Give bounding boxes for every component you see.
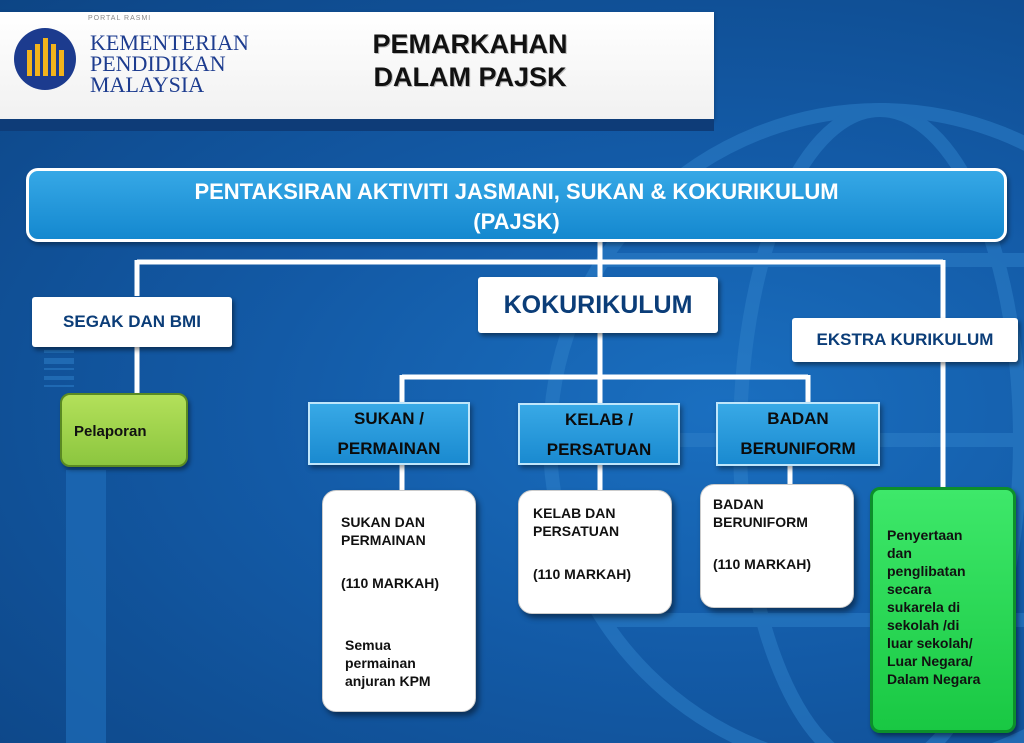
badan-beruniform-box: BADAN BERUNIFORM bbox=[716, 402, 880, 466]
kokurikulum-box: KOKURIKULUM bbox=[478, 277, 718, 333]
kelab-card-title: KELAB DAN PERSATUAN bbox=[533, 505, 620, 539]
kelab-card: KELAB DAN PERSATUAN (110 MARKAH) bbox=[518, 490, 672, 614]
header-strip bbox=[0, 119, 714, 131]
segak-bmi-box: SEGAK DAN BMI bbox=[32, 297, 232, 347]
ekstra-kurikulum-card: Penyertaan dan penglibatan secara sukare… bbox=[870, 487, 1016, 733]
ekstra-kurikulum-box: EKSTRA KURIKULUM bbox=[792, 318, 1018, 362]
badan-card: BADAN BERUNIFORM (110 MARKAH) bbox=[700, 484, 854, 608]
sukan-card-note: Semua permainan anjuran KPM bbox=[345, 637, 431, 689]
slide-title-line1: PEMARKAHAN bbox=[372, 29, 568, 59]
root-title-line2: (PAJSK) bbox=[473, 209, 560, 234]
pajsk-root-box: PENTAKSIRAN AKTIVITI JASMANI, SUKAN & KO… bbox=[26, 168, 1007, 242]
logo-text-line1: KEMENTERIAN bbox=[90, 30, 249, 55]
pelaporan-box: Pelaporan bbox=[60, 393, 188, 467]
logo-tagline: PORTAL RASMI bbox=[88, 15, 152, 22]
root-title-line1: PENTAKSIRAN AKTIVITI JASMANI, SUKAN & KO… bbox=[194, 179, 839, 204]
badan-card-title: BADAN BERUNIFORM bbox=[713, 496, 808, 530]
badan-card-marks: (110 MARKAH) bbox=[713, 556, 812, 572]
slide-title-line2: DALAM PAJSK bbox=[373, 62, 567, 92]
sukan-card-title: SUKAN DAN PERMAINAN bbox=[341, 514, 426, 548]
header-banner: PORTAL RASMI KEMENTERIAN PENDIDIKAN MALA… bbox=[0, 12, 714, 119]
ministry-logo-icon bbox=[14, 28, 76, 90]
ekstra-card-text: Penyertaan dan penglibatan secara sukare… bbox=[887, 527, 981, 687]
sukan-permainan-box: SUKAN / PERMAINAN bbox=[308, 402, 470, 465]
sukan-card-marks: (110 MARKAH) bbox=[341, 575, 440, 591]
logo-text-line3: MALAYSIA bbox=[90, 72, 205, 97]
logo-text-line2: PENDIDIKAN bbox=[90, 51, 226, 76]
slide-title: PEMARKAHAN DALAM PAJSK bbox=[340, 28, 600, 94]
sukan-card: SUKAN DAN PERMAINAN (110 MARKAH) Semua p… bbox=[322, 490, 476, 712]
kelab-card-marks: (110 MARKAH) bbox=[533, 566, 632, 582]
kelab-persatuan-box: KELAB / PERSATUAN bbox=[518, 403, 680, 465]
